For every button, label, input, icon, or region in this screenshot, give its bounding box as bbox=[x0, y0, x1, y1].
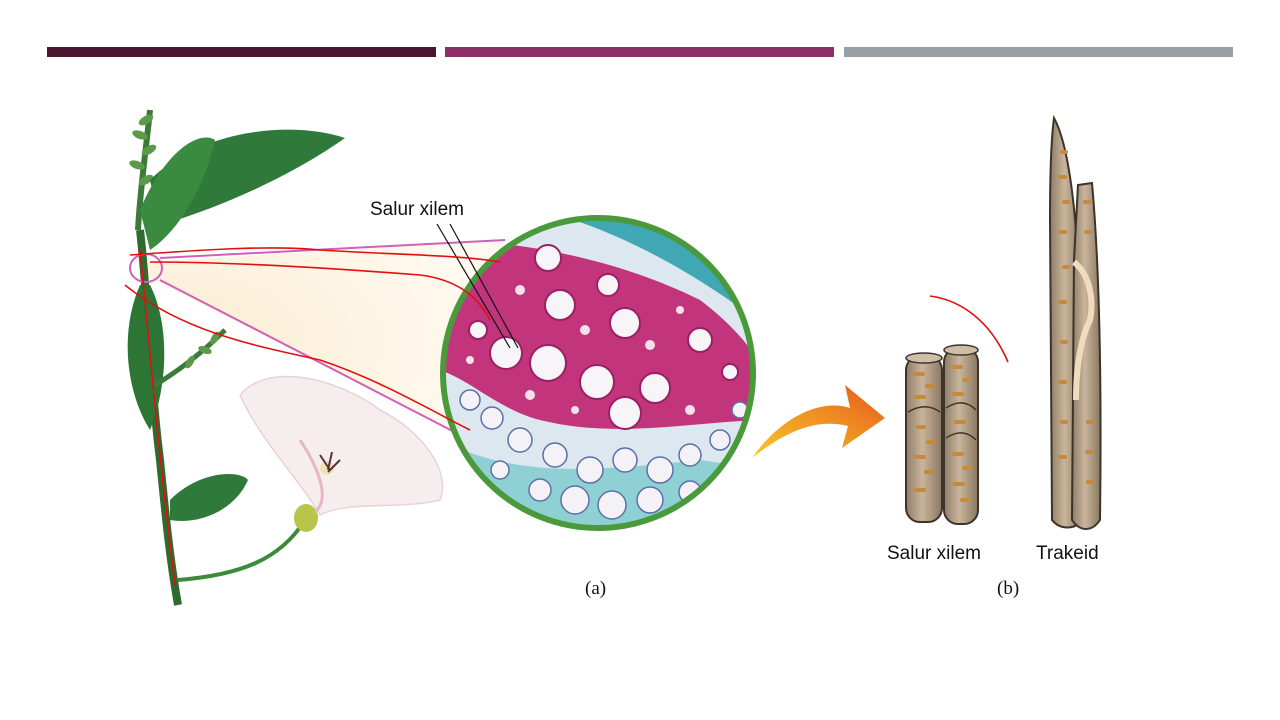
red-arc-right bbox=[929, 295, 1009, 363]
red-line-upper-2 bbox=[149, 261, 491, 321]
label-pointer-1 bbox=[436, 223, 511, 349]
panel-label-a: (a) bbox=[585, 578, 607, 599]
curved-arrow-icon bbox=[752, 385, 885, 458]
leaf-top-small bbox=[140, 137, 215, 250]
leaf-lower bbox=[170, 474, 248, 521]
microscope-circle-border bbox=[440, 215, 756, 531]
flower-petals bbox=[239, 375, 444, 516]
label-salur-xilem-vessel: Salur xilem bbox=[887, 543, 981, 564]
leaf-left-mid bbox=[127, 285, 165, 430]
red-line-vertical bbox=[139, 249, 176, 586]
label-trakeid: Trakeid bbox=[1036, 543, 1099, 564]
flower-calyx bbox=[294, 504, 318, 532]
callout-line-lower bbox=[159, 279, 471, 441]
header-bar-1 bbox=[47, 47, 436, 57]
header-bar-3 bbox=[844, 47, 1233, 57]
header-bar-2 bbox=[445, 47, 834, 57]
xylem-vessel-illustration bbox=[905, 114, 1102, 530]
red-line-upper bbox=[129, 247, 501, 263]
xylem-cross-section bbox=[440, 215, 756, 531]
red-line-lower bbox=[124, 284, 471, 431]
panel-label-b: (b) bbox=[997, 578, 1020, 599]
label-salur-xilem-micrograph: Salur xilem bbox=[370, 199, 464, 220]
label-pointer-2 bbox=[449, 223, 519, 349]
magnification-beam bbox=[145, 240, 505, 440]
red-annotations bbox=[124, 247, 1009, 586]
